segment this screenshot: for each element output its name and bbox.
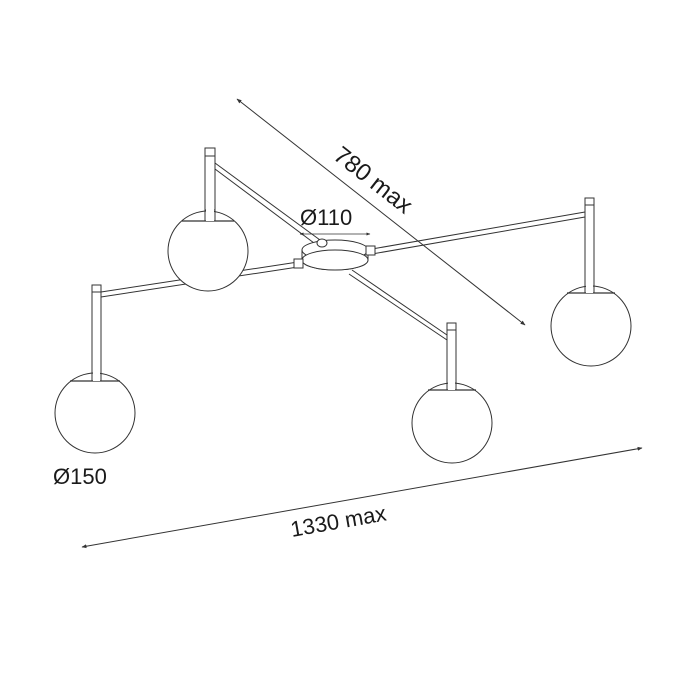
width-dimension-label: 1330 max xyxy=(289,501,388,542)
globe-icon xyxy=(54,372,136,454)
globe-dimension-label: Ø150 xyxy=(53,464,107,489)
joint-right xyxy=(365,245,376,256)
lamp-left: Ø150 xyxy=(53,284,136,489)
stem xyxy=(584,197,595,295)
globe-icon xyxy=(167,210,249,292)
joint-top-left xyxy=(316,238,328,248)
canopy xyxy=(293,238,376,271)
lamp-bottom-middle xyxy=(411,322,493,464)
lamp-top-left xyxy=(167,147,249,292)
width-dimension: 1330 max xyxy=(81,446,643,549)
width-dimension-arrow xyxy=(81,446,643,549)
joint-left xyxy=(293,258,304,269)
globe-icon xyxy=(550,285,632,367)
depth-dimension: 780 max xyxy=(236,98,526,326)
depth-dimension-arrow xyxy=(236,98,526,326)
canopy-bottom xyxy=(301,249,369,271)
stem xyxy=(91,284,102,386)
canopy-dimension-label: Ø110 xyxy=(300,205,352,230)
arm-right xyxy=(371,211,586,255)
globe-icon xyxy=(411,382,493,464)
canopy-dimension: Ø110 xyxy=(299,205,371,236)
stem xyxy=(446,322,457,386)
arm-bottom-middle xyxy=(348,269,448,341)
stem xyxy=(204,147,216,211)
lamp-right xyxy=(550,197,632,367)
